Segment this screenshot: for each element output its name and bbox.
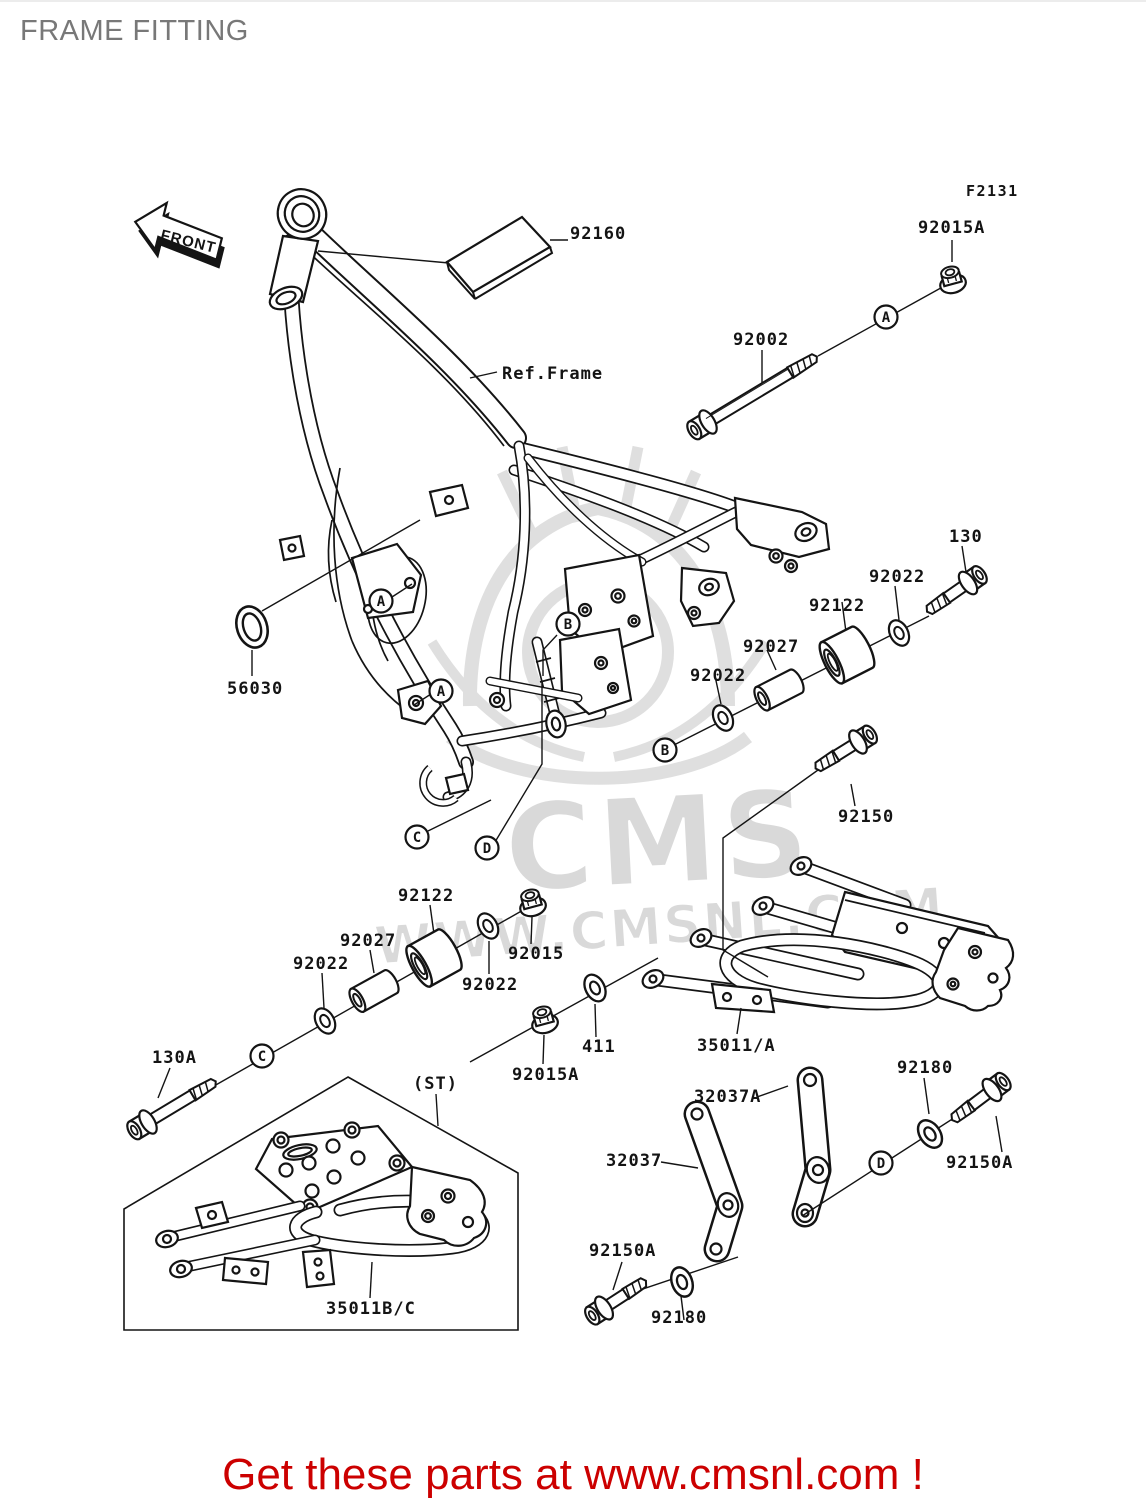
cmsnl-banner-text: Get these parts at www.cmsnl.com ! xyxy=(222,1450,924,1499)
callout-a-chain: A xyxy=(873,304,899,330)
bracket-32037a-drawing xyxy=(791,1066,832,1228)
part-label-92022-b2: 92022 xyxy=(690,666,746,686)
part-label-92150: 92150 xyxy=(838,807,894,827)
callout-letter: B xyxy=(564,617,572,633)
callout-letter: A xyxy=(377,594,386,610)
part-label-92015: 92015 xyxy=(508,944,564,964)
subframe-35011a-drawing xyxy=(641,856,1015,1014)
callout-letter: D xyxy=(483,841,491,857)
st-enclosure-outline xyxy=(123,1076,519,1331)
callout-letter: A xyxy=(882,310,891,326)
part-label-92150a-left: 92150A xyxy=(589,1241,656,1261)
part-label-92002: 92002 xyxy=(733,330,789,350)
part-label-130: 130 xyxy=(949,527,983,547)
callout-a-frame-lower: A xyxy=(428,678,454,704)
part-label-92015a-lower: 92015A xyxy=(512,1065,579,1085)
frame-drawing xyxy=(268,188,831,807)
part-label-92027-c: 92027 xyxy=(340,931,396,951)
part-label-92150a-right: 92150A xyxy=(946,1153,1013,1173)
callout-b-frame: B xyxy=(555,611,581,637)
part-label-130a: 130A xyxy=(152,1048,197,1068)
part-label-92022-c2: 92022 xyxy=(462,975,518,995)
part-label-92160: 92160 xyxy=(570,224,626,244)
front-arrow: FRONT xyxy=(133,200,225,269)
callout-letter: A xyxy=(437,684,446,700)
callout-d-chain: D xyxy=(868,1150,894,1176)
part-label-92022-b1: 92022 xyxy=(869,567,925,587)
callout-b-chain: B xyxy=(652,737,678,763)
callout-c-frame: C xyxy=(404,824,430,850)
part-label-411: 411 xyxy=(582,1037,616,1057)
callout-letter: D xyxy=(877,1156,885,1172)
bracket-32037-drawing xyxy=(683,1100,744,1263)
part-label-92122-b: 92122 xyxy=(809,596,865,616)
part-label-35011a: 35011/A xyxy=(697,1036,776,1056)
watermark-brand-text: CMS xyxy=(501,765,817,920)
st-marker-label: (ST) xyxy=(413,1074,458,1094)
ref-frame-label: Ref.Frame xyxy=(502,364,603,384)
part-label-92022-c1: 92022 xyxy=(293,954,349,974)
plate-92160-drawing xyxy=(445,215,554,300)
callout-c-chain: C xyxy=(249,1043,275,1069)
front-arrow-face xyxy=(133,200,224,262)
figure-code: F2131 xyxy=(966,182,1019,200)
part-label-35011bc: 35011B/C xyxy=(326,1299,416,1319)
part-label-32037: 32037 xyxy=(606,1151,662,1171)
part-label-56030: 56030 xyxy=(227,679,283,699)
callout-d-frame: D xyxy=(474,835,500,861)
callout-letter: B xyxy=(661,743,669,759)
callout-circles: A A A B B C C D xyxy=(249,304,899,1176)
st-carrier-group xyxy=(123,1076,519,1331)
callout-a-frame-upper: A xyxy=(368,588,394,614)
part-label-92015a-top: 92015A xyxy=(918,218,985,238)
diagram-labels: FRAME FITTING F2131 92160 Ref.Frame 9200… xyxy=(20,15,1019,1328)
callout-letter: C xyxy=(413,830,421,846)
callout-letter: C xyxy=(258,1049,266,1065)
part-label-92180-right: 92180 xyxy=(897,1058,953,1078)
part-label-92027-b: 92027 xyxy=(743,637,799,657)
part-label-92122-c: 92122 xyxy=(398,886,454,906)
part-label-32037a: 32037A xyxy=(694,1087,761,1107)
page-title: FRAME FITTING xyxy=(20,15,249,47)
part-label-92180-left: 92180 xyxy=(651,1308,707,1328)
